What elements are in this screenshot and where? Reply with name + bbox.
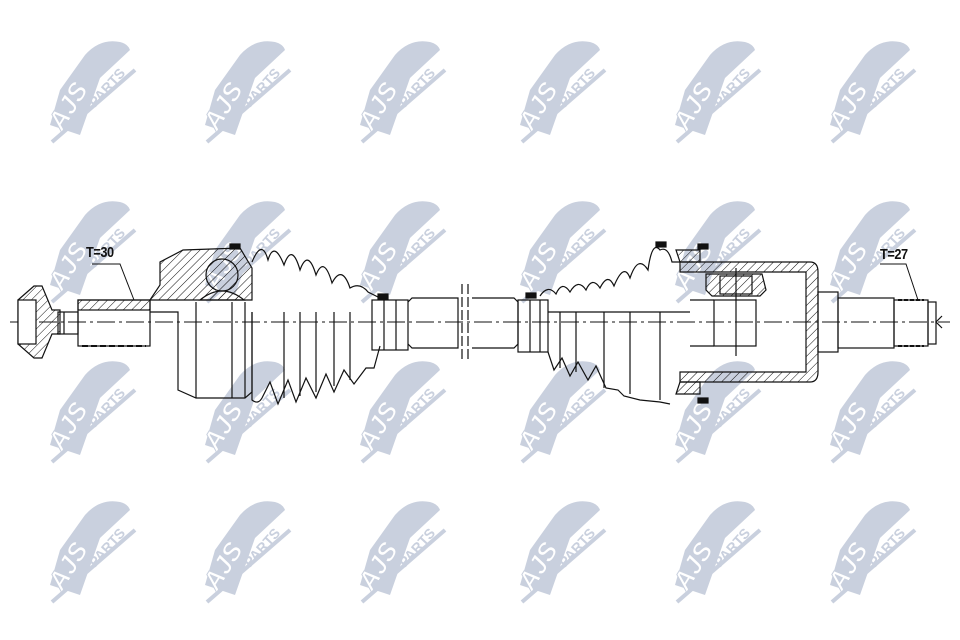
inner-tripod-joint [675, 243, 819, 404]
outer-boot [251, 248, 389, 406]
leader-right [880, 263, 919, 301]
main-shaft [371, 284, 549, 360]
inner-boot [539, 241, 690, 405]
right-stub-shaft [817, 291, 943, 353]
outer-cv-joint [148, 243, 253, 399]
left-spline-count-label: T=30 [86, 244, 114, 261]
left-spline-shaft [77, 299, 151, 347]
right-spline-count-label: T=27 [880, 246, 908, 263]
leader-left [92, 263, 135, 301]
left-flange [17, 285, 79, 359]
